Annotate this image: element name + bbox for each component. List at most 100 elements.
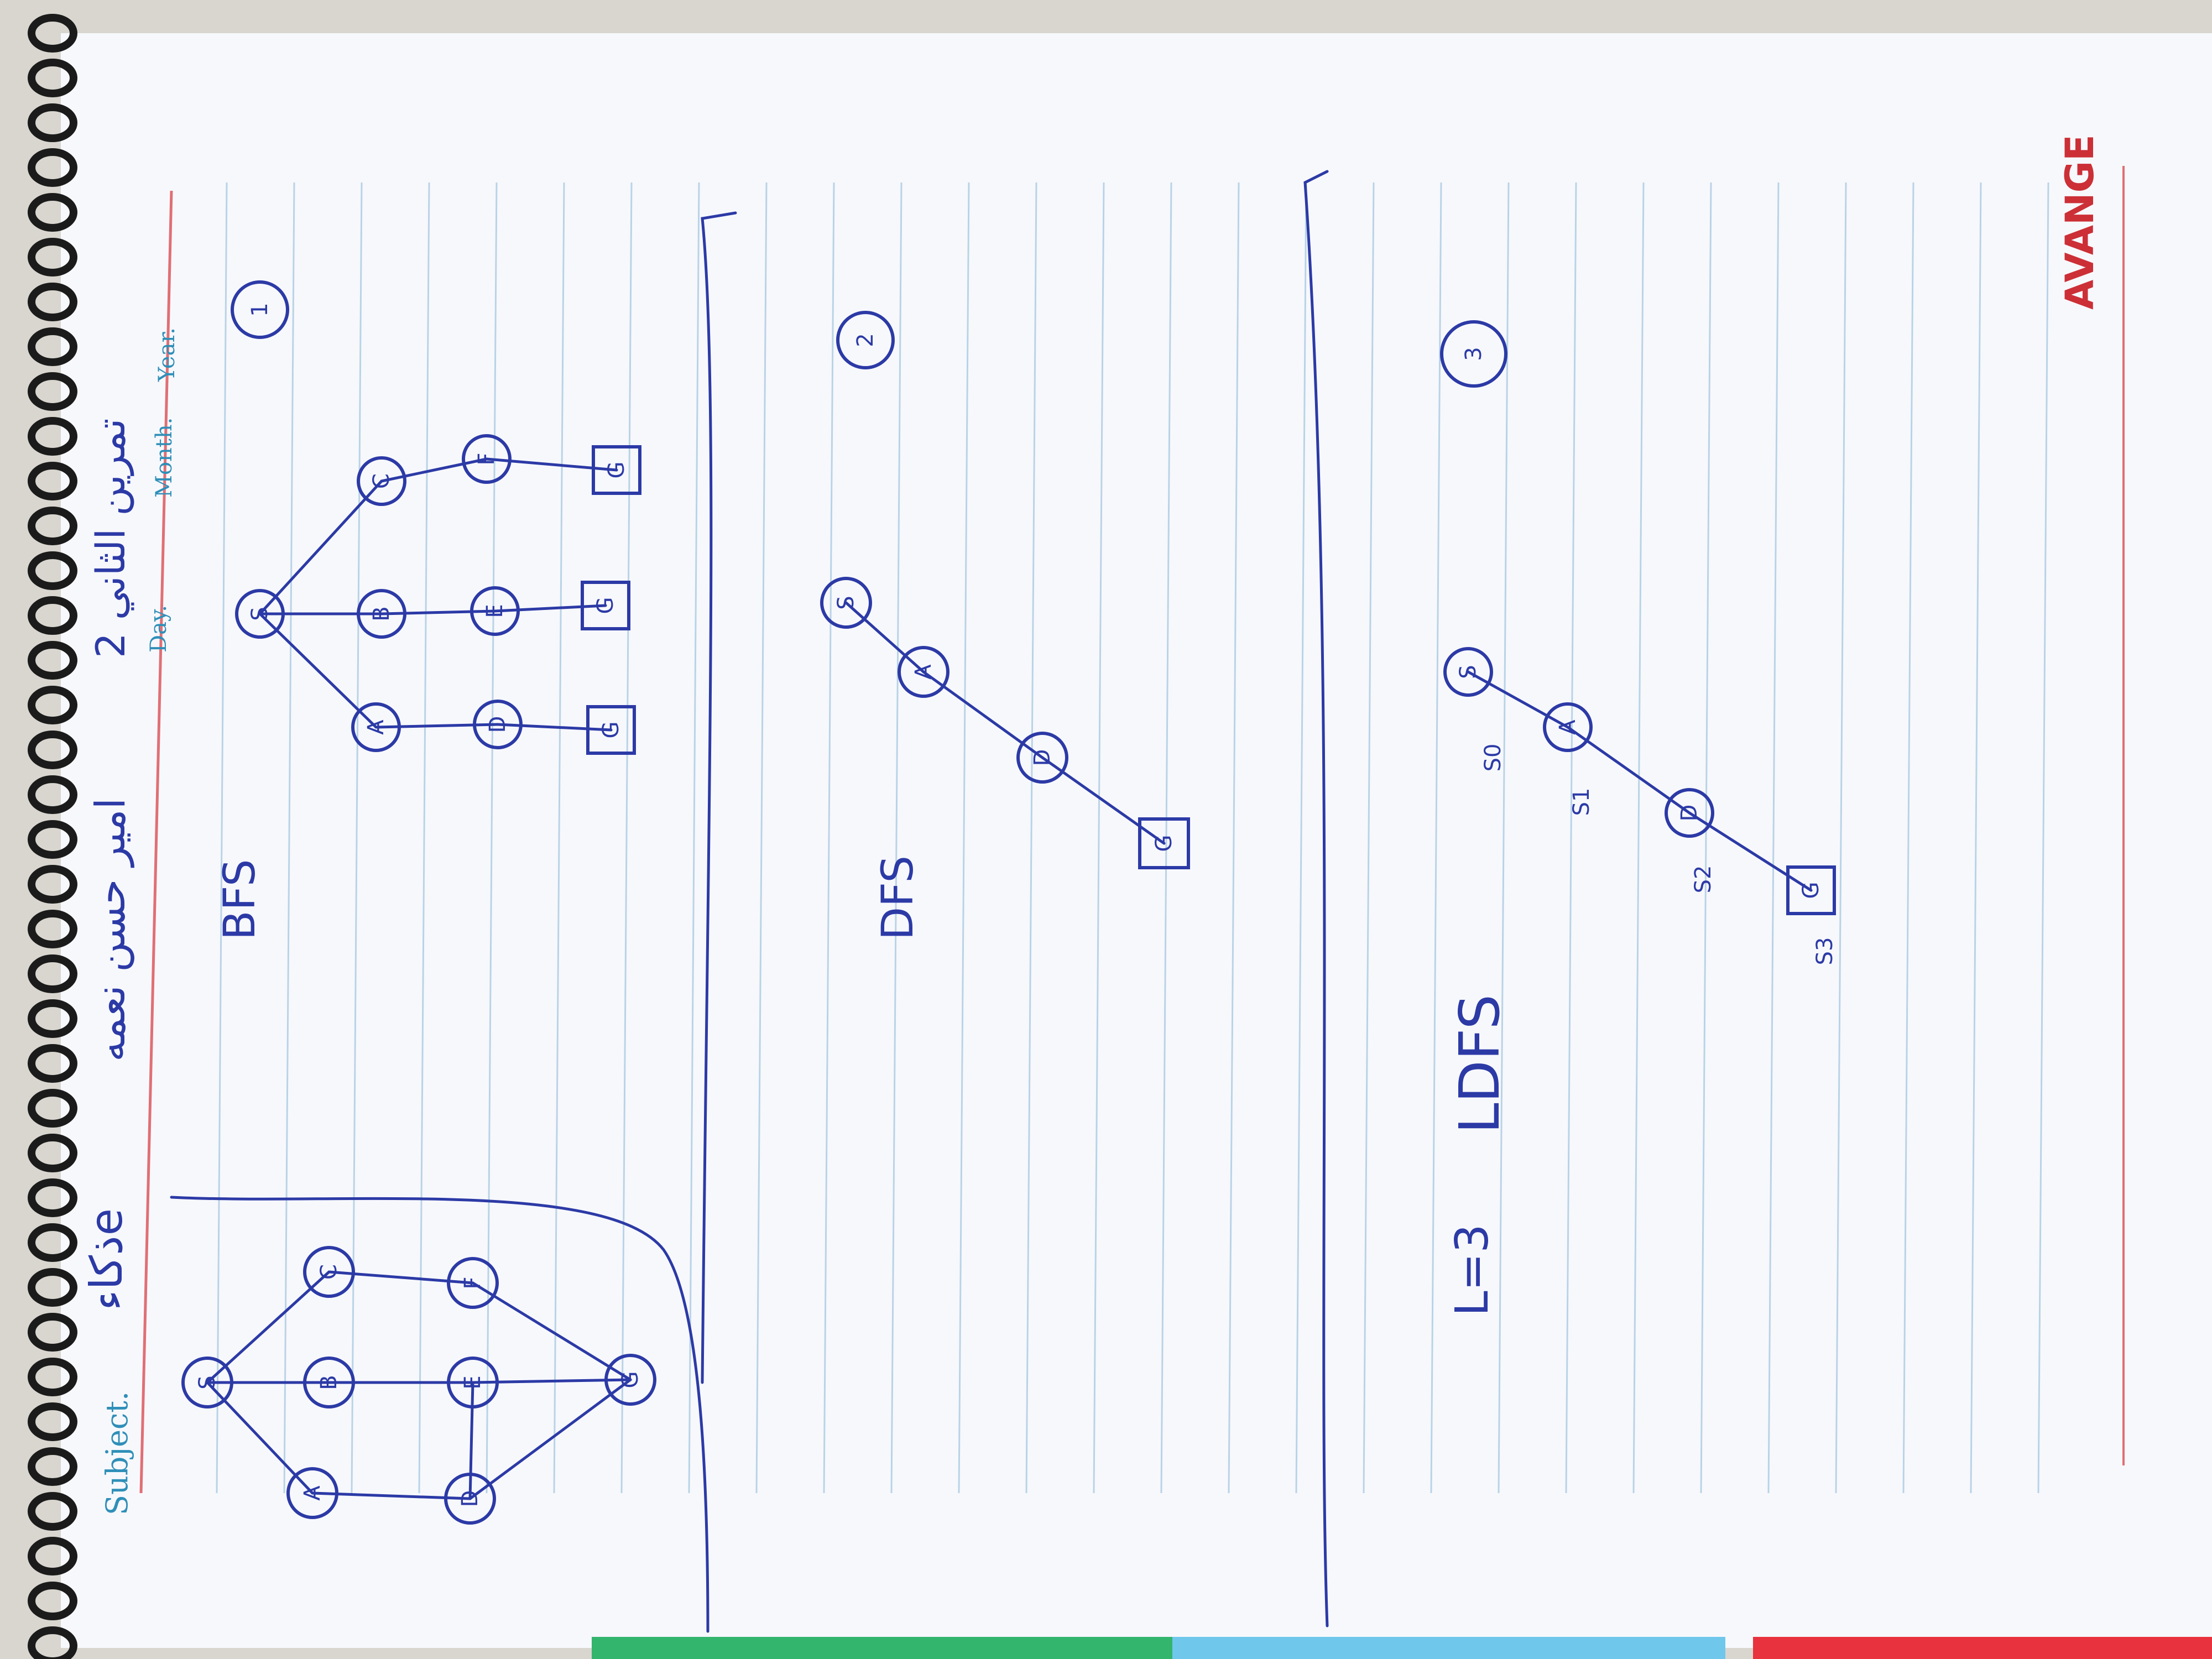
section-dfs: DFS 2 S A D G [820, 311, 1190, 940]
ldfs-node-label-s: S [1455, 665, 1481, 679]
color-tabs [592, 1637, 2212, 1659]
original-graph: S A B C D E F G [181, 1246, 656, 1525]
original-node-s: S [181, 1357, 233, 1408]
original-edge-d-e [468, 1381, 474, 1500]
bfs-node-label-b: B [369, 606, 394, 621]
ldfs-edge-s-a [1467, 670, 1569, 729]
bfs-node-s: S [235, 589, 285, 639]
bfs-node-label-s: S [247, 607, 273, 620]
ldfs-limit: L=3 [1446, 1224, 1499, 1316]
dfs-edge-s-a [844, 601, 925, 674]
ruled-lines [216, 182, 2049, 1494]
page-header: Subject. ذكاءe امير حسن نعمه تمرين الثان… [81, 327, 180, 1515]
ldfs-step-label-a: S1 [1569, 788, 1594, 816]
bfs-node-g3: G [592, 445, 641, 495]
bfs-edge-c-f [380, 457, 488, 483]
divider-1 [701, 211, 737, 1384]
bfs-node-label-e: E [482, 604, 508, 618]
bfs-title: BFS [215, 859, 265, 940]
original-node-f: F [447, 1257, 499, 1309]
spiral-binding [28, 14, 77, 1659]
dfs-title: DFS [873, 855, 923, 940]
bfs-node-g2: G [581, 581, 630, 630]
original-node-d: D [444, 1473, 496, 1525]
year-label: Year. [154, 327, 180, 382]
bfs-node-label-g1: G [598, 722, 624, 739]
original-node-a: A [286, 1467, 338, 1519]
ldfs-section-number-circle [1440, 320, 1507, 388]
section-dividers [170, 170, 1329, 1633]
bfs-node-e: E [470, 586, 520, 636]
ldfs-node-s: S [1443, 647, 1493, 697]
bfs-edge-b-e [380, 609, 497, 615]
dfs-node-g: G [1138, 817, 1190, 869]
original-node-label-g: G [618, 1371, 643, 1389]
bfs-node-label-a: A [363, 719, 389, 735]
ldfs-node-d: D [1665, 788, 1714, 838]
original-node-label-d: D [457, 1490, 483, 1507]
original-node-label-a: A [300, 1485, 325, 1501]
dfs-node-label-d: D [1030, 749, 1055, 766]
bfs-node-b: B [357, 589, 406, 639]
divider-2 [1303, 170, 1329, 1627]
bfs-section-number-circle [231, 280, 289, 339]
original-graph-frame [170, 1196, 709, 1633]
bfs-edge-e-g2 [493, 604, 607, 613]
subject-value: ذكاءe [81, 1208, 132, 1311]
brand-logo: AVANGE [2057, 134, 2103, 310]
bfs-node-label-c: C [369, 473, 394, 489]
ldfs-title: LDFS [1447, 994, 1512, 1134]
dfs-node-d: D [1016, 732, 1068, 784]
margin-line [139, 190, 173, 1494]
ldfs-node-label-d: D [1677, 805, 1702, 822]
bfs-node-label-g3: G [604, 462, 629, 479]
bfs-node-c: C [357, 456, 406, 506]
bfs-node-g1: G [586, 705, 636, 755]
original-node-label-b: B [316, 1375, 342, 1390]
month-label: Month. [152, 418, 177, 498]
original-node-e: E [447, 1357, 499, 1408]
original-node-b: B [303, 1357, 355, 1408]
original-edge-s-c [206, 1270, 331, 1384]
bfs-node-label-g2: G [593, 597, 618, 614]
original-node-label-c: C [316, 1264, 342, 1280]
svg-text:AVANGE: AVANGE [2057, 134, 2103, 310]
dfs-section-number-circle [836, 311, 895, 369]
day-label: Day. [146, 605, 171, 653]
original-node-label-f: F [460, 1276, 486, 1289]
ldfs-step-label-s: S0 [1480, 744, 1506, 772]
original-edge-a-d [311, 1491, 472, 1500]
original-node-g: G [604, 1354, 656, 1406]
dfs-node-label-s: S [833, 596, 859, 609]
bfs-section-number: 1 [247, 302, 273, 316]
subject-label: Subject. [100, 1391, 134, 1515]
original-edge-f-g [471, 1281, 632, 1381]
dfs-section-number: 2 [853, 333, 878, 347]
bfs-node-label-f: F [474, 452, 499, 465]
ldfs-node-a: A [1543, 702, 1593, 752]
dfs-node-a: A [898, 646, 950, 698]
original-node-label-s: S [195, 1375, 220, 1389]
bfs-node-f: F [462, 434, 512, 484]
ldfs-section-number: 3 [1461, 347, 1486, 361]
assignment-title: تمرين الثاني 2 [87, 419, 134, 658]
original-edge-d-g [468, 1378, 632, 1500]
ldfs-step-label-g: S3 [1812, 937, 1838, 966]
bfs-node-d: D [473, 700, 523, 749]
bfs-edge-s-a [258, 612, 378, 729]
ldfs-step-label-d: S2 [1691, 865, 1716, 894]
dfs-node-label-a: A [911, 664, 936, 680]
student-name: امير حسن نعمه [87, 798, 134, 1062]
bfs-edge-d-g1 [496, 723, 613, 732]
bfs-edge-s-c [258, 479, 383, 615]
original-node-label-e: E [460, 1375, 486, 1389]
bfs-node-a: A [351, 702, 401, 752]
bfs-edge-a-d [374, 723, 499, 729]
original-edge-e-g [471, 1378, 632, 1384]
ldfs-node-label-g: G [1798, 882, 1824, 899]
ldfs-node-label-a: A [1555, 719, 1580, 735]
